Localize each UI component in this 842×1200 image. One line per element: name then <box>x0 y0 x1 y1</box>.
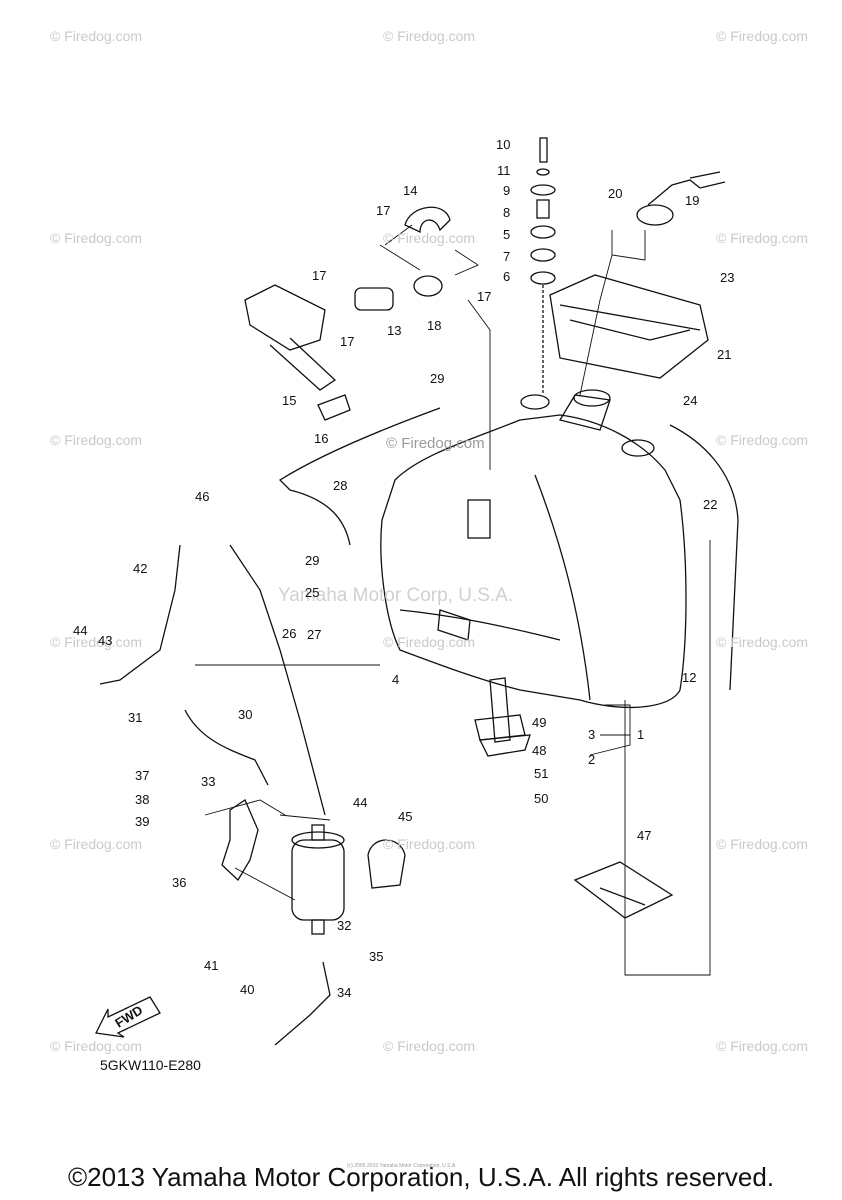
callout-number: 50 <box>534 791 549 806</box>
callout-number: 33 <box>201 774 216 789</box>
callout-number: 51 <box>534 766 549 781</box>
callout-number: 7 <box>503 249 511 264</box>
callout-number: 15 <box>282 393 297 408</box>
callout-number: 40 <box>240 982 255 997</box>
callout-number: 49 <box>532 715 547 730</box>
callout-number: 41 <box>204 958 219 973</box>
fuel-tank <box>380 389 687 708</box>
callout-number: 46 <box>195 489 210 504</box>
callout-number: 29 <box>305 553 320 568</box>
hoses <box>99 407 739 1046</box>
watermark: © Firedog.com <box>716 432 809 448</box>
leader-lines <box>195 224 711 976</box>
watermark: © Firedog.com <box>383 230 476 246</box>
callout-number: 17 <box>477 289 492 304</box>
callout-number: 6 <box>503 269 511 284</box>
callout-number: 3 <box>588 727 596 742</box>
fine-print: (c) 2005-2016 Yamaha Motor Corporation, … <box>347 1163 457 1169</box>
watermark: © Firedog.com <box>383 28 476 44</box>
callout-number: 26 <box>282 626 297 641</box>
callout-number: 12 <box>682 670 697 685</box>
callout-number: 18 <box>427 318 442 333</box>
fuel-sender <box>474 677 531 757</box>
callout-number: 5 <box>503 227 511 242</box>
callout-number: 8 <box>503 205 511 220</box>
watermark: © Firedog.com <box>50 432 143 448</box>
callout-number: 10 <box>496 137 511 152</box>
callout-number: 17 <box>340 334 355 349</box>
callout-number: 32 <box>337 918 352 933</box>
callout-number: 29 <box>430 371 445 386</box>
callout-number: 42 <box>133 561 148 576</box>
callout-number: 14 <box>403 183 418 198</box>
callout-number: 2 <box>588 752 596 767</box>
callout-number: 39 <box>135 814 150 829</box>
callout-number: 4 <box>392 672 400 687</box>
callout-number: 20 <box>608 186 623 201</box>
callout-number: 19 <box>685 193 700 208</box>
callout-number: 43 <box>98 633 113 648</box>
watermark: © Firedog.com <box>50 634 143 650</box>
filter-bracket <box>221 799 259 882</box>
callout-number: 35 <box>369 949 384 964</box>
watermark: © Firedog.com <box>50 836 143 852</box>
watermark-ymc: Yamaha Motor Corp, U.S.A. <box>278 585 514 606</box>
filter-cover <box>367 839 406 889</box>
watermark: © Firedog.com <box>383 836 476 852</box>
watermark: © Firedog.com <box>716 1038 809 1054</box>
watermark: © Firedog.com <box>383 634 476 650</box>
copyright-footer: ©2013 Yamaha Motor Corporation, U.S.A. A… <box>67 1162 775 1192</box>
callout-number: 48 <box>532 743 547 758</box>
callout-number: 22 <box>703 497 718 512</box>
callout-number: 30 <box>238 707 253 722</box>
watermark: © Firedog.com <box>383 1038 476 1054</box>
callout-number: 23 <box>720 270 735 285</box>
callout-number: 38 <box>135 792 150 807</box>
watermark: © Firedog.com <box>716 28 809 44</box>
callout-number: 17 <box>312 268 327 283</box>
callout-number: 24 <box>683 393 698 408</box>
callout-number: 37 <box>135 768 150 783</box>
callout-number: 16 <box>314 431 329 446</box>
callout-number: 9 <box>503 183 511 198</box>
callout-number: 45 <box>398 809 413 824</box>
callout-number: 28 <box>333 478 348 493</box>
watermark-center: © Firedog.com <box>386 435 485 452</box>
callout-number: 44 <box>353 795 368 810</box>
fwd-arrow-icon <box>95 996 161 1038</box>
callout-number: 17 <box>376 203 391 218</box>
callout-number: 25 <box>305 585 320 600</box>
damper-stack <box>530 137 556 395</box>
diagram-code: 5GKW110-E280 <box>100 1057 201 1073</box>
fuel-cap <box>636 171 726 226</box>
warning-label <box>573 861 674 919</box>
callout-number: 47 <box>637 828 652 843</box>
callout-number: 36 <box>172 875 187 890</box>
callout-number: 21 <box>717 347 732 362</box>
callout-number: 11 <box>497 163 511 178</box>
watermark: © Firedog.com <box>716 634 809 650</box>
callout-number: 44 <box>73 623 88 638</box>
fwd-arrow: FWD <box>94 995 166 1041</box>
callout-number: 13 <box>387 323 402 338</box>
callout-number: 31 <box>128 710 143 725</box>
watermark: © Firedog.com <box>50 1038 143 1054</box>
callout-number: 1 <box>637 727 645 742</box>
watermark: © Firedog.com <box>50 230 143 246</box>
callout-number: 34 <box>337 985 352 1000</box>
storage-box <box>549 274 709 379</box>
fuel-filter <box>291 824 345 935</box>
watermark: © Firedog.com <box>716 836 809 852</box>
watermark: © Firedog.com <box>50 28 143 44</box>
valve-assembly <box>244 206 451 421</box>
callout-number: 27 <box>307 627 322 642</box>
watermark: © Firedog.com <box>716 230 809 246</box>
